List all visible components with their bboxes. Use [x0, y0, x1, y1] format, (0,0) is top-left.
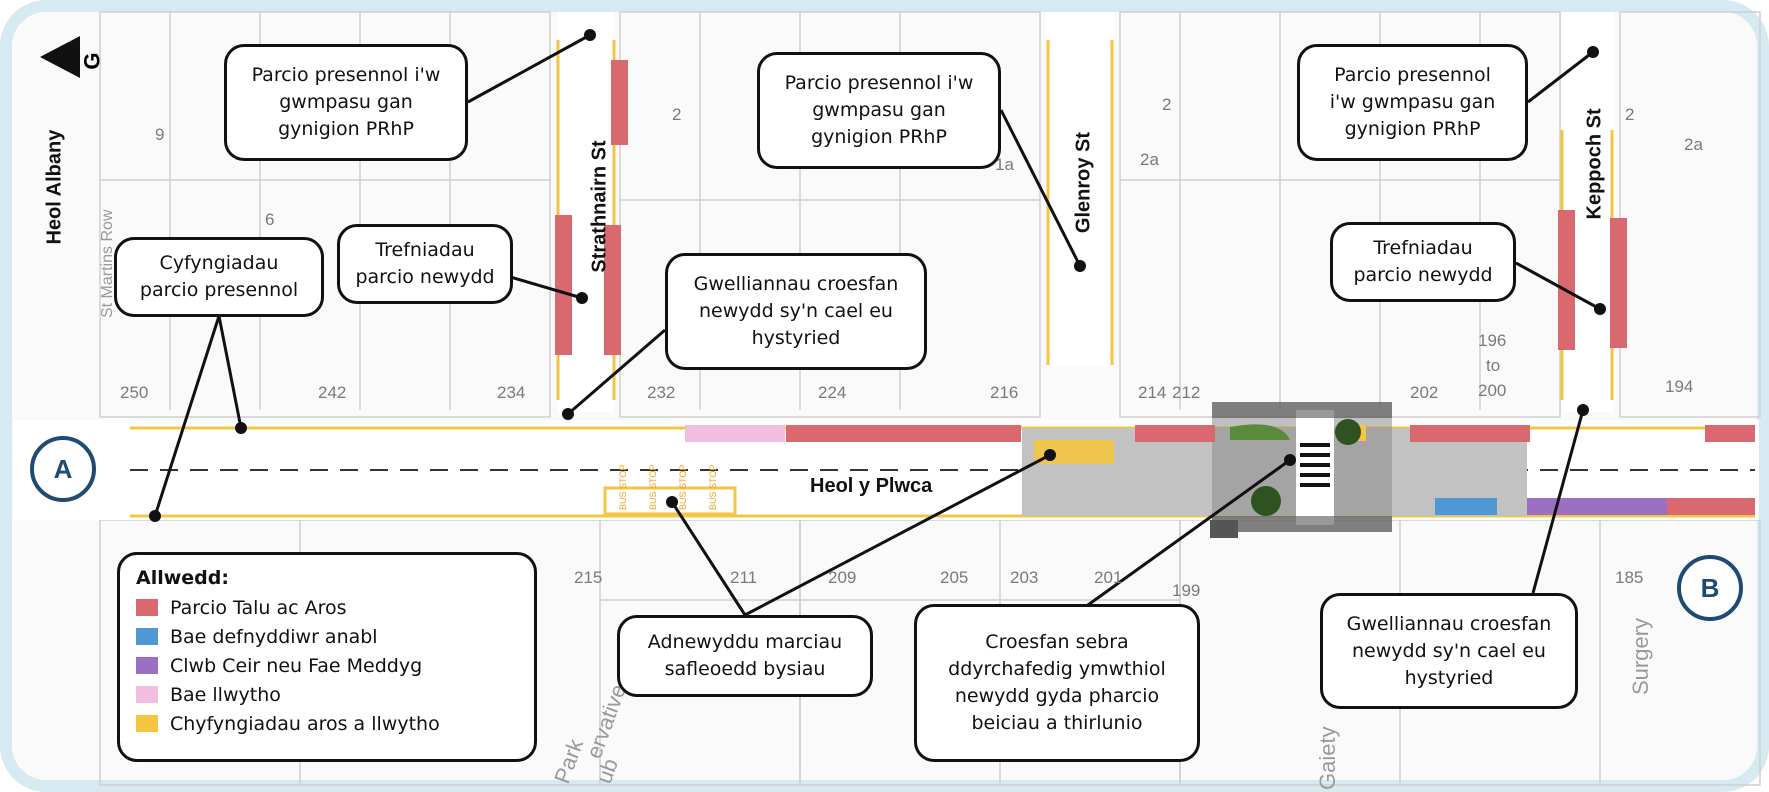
svg-text:Surgery: Surgery	[1628, 618, 1653, 695]
svg-text:BUS STOP: BUS STOP	[708, 465, 718, 510]
callout-bus-markings: Adnewyddu marciau safleoedd bysiau	[617, 615, 873, 697]
legend-item: Bae defnyddiwr anabl	[136, 622, 518, 651]
svg-text:ervative: ervative	[581, 681, 631, 762]
svg-text:234: 234	[497, 383, 525, 402]
svg-text:ub: ub	[591, 755, 623, 787]
svg-text:185: 185	[1615, 568, 1643, 587]
svg-text:St Martins Row: St Martins Row	[99, 209, 116, 318]
callout-zebra-crossing: Croesfan sebra ddyrchafedig ymwthiol new…	[914, 604, 1200, 762]
street-label-keppoch: Keppoch St	[1583, 108, 1606, 220]
legend-swatch	[136, 599, 158, 616]
svg-text:209: 209	[828, 568, 856, 587]
house-numbers: 250 242 234 232 224 216 214 212 202 196 …	[120, 95, 1703, 600]
main-road	[14, 402, 1759, 538]
svg-text:205: 205	[940, 568, 968, 587]
svg-text:211: 211	[730, 568, 757, 587]
pointer-dots	[149, 29, 1606, 522]
svg-text:BUS STOP: BUS STOP	[618, 465, 628, 510]
svg-text:212: 212	[1172, 383, 1200, 402]
legend-swatch	[136, 628, 158, 645]
callout-existing-parking-2: Parcio presennol i'w gwmpasu gan gynigio…	[757, 52, 1001, 169]
legend-item: Chyfyngiadau aros a llwytho	[136, 709, 518, 738]
svg-text:214: 214	[1138, 383, 1166, 402]
svg-text:250: 250	[120, 383, 148, 402]
north-label: G	[79, 52, 105, 70]
svg-text:202: 202	[1410, 383, 1438, 402]
callout-existing-parking-3: Parcio presennol i'w gwmpasu gan gynigio…	[1297, 44, 1528, 161]
legend-item-label: Parcio Talu ac Aros	[170, 596, 347, 619]
svg-text:Park: Park	[549, 735, 588, 787]
pointer-lines	[153, 33, 1601, 650]
svg-text:200: 200	[1478, 381, 1506, 400]
legend-item: Bae llwytho	[136, 680, 518, 709]
svg-text:BUS STOP: BUS STOP	[648, 465, 658, 510]
callout-existing-restrictions: Cyfyngiadau parcio presennol	[114, 237, 324, 317]
svg-text:Gaiety: Gaiety	[1315, 726, 1340, 790]
legend-swatch	[136, 715, 158, 732]
street-label-albany: Heol Albany	[43, 129, 66, 245]
svg-text:1a: 1a	[995, 155, 1014, 174]
legend-item-label: Bae llwytho	[170, 683, 281, 706]
callout-new-parking-1: Trefniadau parcio newydd	[337, 224, 513, 304]
svg-text:2: 2	[1162, 95, 1171, 114]
svg-text:BUS STOP: BUS STOP	[678, 465, 688, 510]
legend-swatch	[136, 686, 158, 703]
svg-text:2a: 2a	[1140, 150, 1159, 169]
svg-text:2a: 2a	[1684, 135, 1703, 154]
legend-item-label: Bae defnyddiwr anabl	[170, 625, 378, 648]
svg-text:to: to	[1486, 356, 1500, 375]
svg-text:216: 216	[990, 383, 1018, 402]
svg-text:199: 199	[1172, 581, 1200, 600]
svg-text:2: 2	[1625, 105, 1634, 124]
north-arrow-icon	[38, 34, 82, 84]
svg-text:201: 201	[1094, 568, 1122, 587]
legend-item: Clwb Ceir neu Fae Meddyg	[136, 651, 518, 680]
callout-crossing-2: Gwelliannau croesfan newydd sy'n cael eu…	[1320, 593, 1578, 709]
svg-text:203: 203	[1010, 568, 1038, 587]
svg-text:194: 194	[1665, 377, 1693, 396]
street-label-main: Heol y Plwca	[810, 475, 933, 497]
svg-text:232: 232	[647, 383, 675, 402]
svg-text:224: 224	[818, 383, 846, 402]
callout-crossing-1: Gwelliannau croesfan newydd sy'n cael eu…	[665, 253, 927, 370]
endpoint-a: A	[30, 436, 96, 502]
parking-bays	[555, 60, 1755, 515]
endpoint-b: B	[1677, 555, 1743, 621]
svg-text:196: 196	[1478, 331, 1506, 350]
legend-item-label: Chyfyngiadau aros a llwytho	[170, 712, 440, 735]
svg-text:2: 2	[672, 105, 681, 124]
legend-swatch	[136, 657, 158, 674]
landscaping	[1230, 419, 1361, 516]
street-label-glenroy: Glenroy St	[1072, 131, 1095, 234]
svg-text:215: 215	[574, 568, 602, 587]
street-label-strathnairn: Strathnairn St	[588, 140, 611, 273]
legend-item: Parcio Talu ac Aros	[136, 593, 518, 622]
svg-text:9: 9	[155, 125, 164, 144]
callout-new-parking-2: Trefniadau parcio newydd	[1330, 222, 1516, 302]
callout-existing-parking-1: Parcio presennol i'w gwmpasu gan gynigio…	[224, 44, 468, 161]
legend-item-label: Clwb Ceir neu Fae Meddyg	[170, 654, 423, 677]
svg-text:242: 242	[318, 383, 346, 402]
svg-text:6: 6	[265, 210, 274, 229]
legend-title: Allwedd:	[136, 567, 229, 589]
